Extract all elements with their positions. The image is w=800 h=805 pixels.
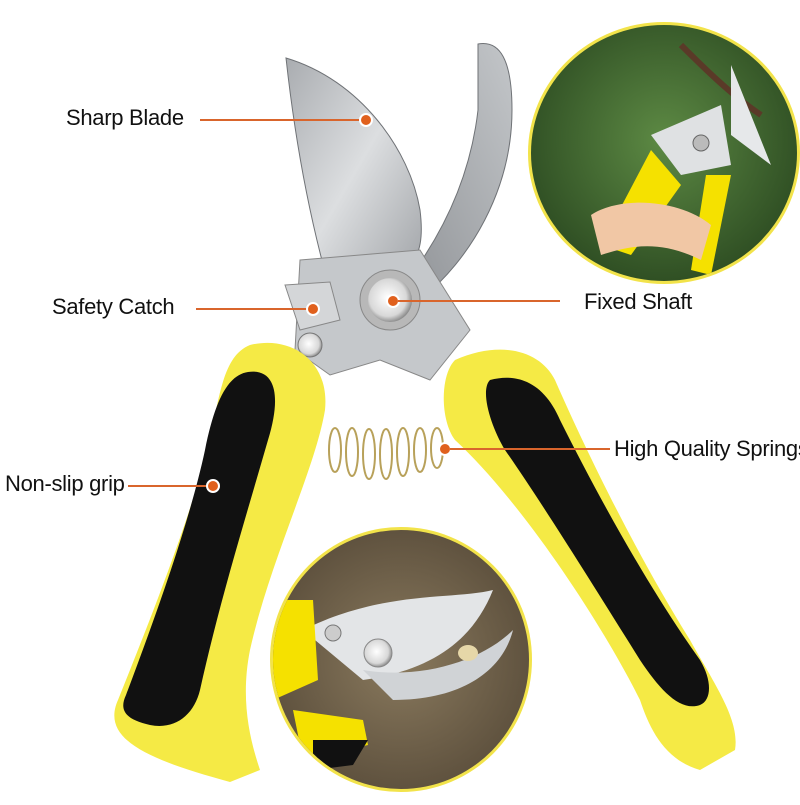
inset-photo-closeup — [270, 527, 532, 792]
callout-label-safety-catch: Safety Catch — [52, 294, 175, 319]
inset-shears-cutting-twig — [273, 590, 513, 770]
callout-line-fixed-shaft — [398, 300, 560, 302]
callout-line-springs — [450, 448, 610, 450]
callout-label-non-slip-grip: Non-slip grip — [5, 471, 125, 496]
callout-dot-non-slip-grip — [206, 479, 220, 493]
inset-photo-in-use — [528, 22, 800, 284]
callout-label-springs: High Quality Springs — [614, 436, 800, 461]
callout-label-fixed-shaft: Fixed Shaft — [584, 289, 692, 314]
inset-shears-cutting-branch — [591, 42, 771, 275]
callout-line-non-slip-grip — [128, 485, 208, 487]
callout-line-sharp-blade — [200, 119, 360, 121]
callout-dot-safety-catch — [306, 302, 320, 316]
callout-line-safety-catch — [196, 308, 308, 310]
callout-dot-sharp-blade — [359, 113, 373, 127]
callout-label-sharp-blade: Sharp Blade — [66, 105, 184, 130]
